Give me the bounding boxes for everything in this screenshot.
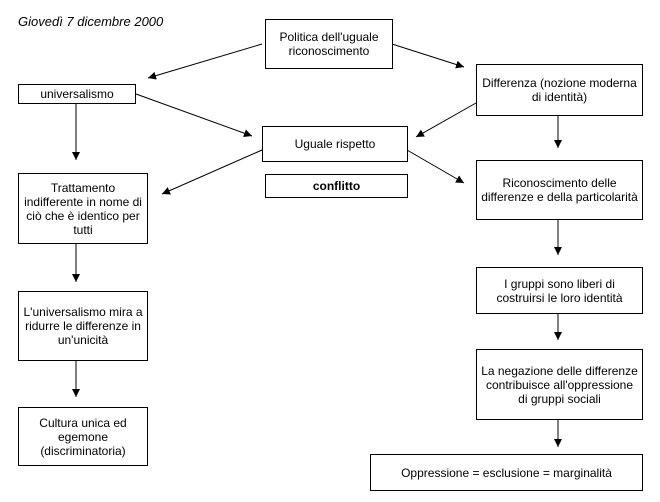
node-cultura: Cultura unica ed egemone (discriminatori… — [18, 407, 148, 466]
node-trattamento: Trattamento indifferente in nome di ciò … — [18, 173, 148, 244]
arrow-differenza-uguale — [415, 102, 477, 138]
arrow-politica-differenza — [391, 43, 465, 69]
node-riconoscimento: Riconoscimento delle differenze e della … — [476, 160, 643, 220]
node-negazione: La negazione delle differenze contribuis… — [476, 349, 643, 420]
node-oppressione: Oppressione = esclusione = marginalità — [370, 454, 643, 491]
arrow-universalismo-uguale — [135, 93, 253, 138]
node-gruppi-liberi: I gruppi sono liberi di costruirsi le lo… — [476, 267, 643, 314]
arrow-uguale-riconoscimento — [406, 149, 465, 184]
node-differenza: Differenza (nozione moderna di identità) — [476, 64, 643, 116]
node-politica: Politica dell'uguale riconoscimento — [265, 19, 393, 69]
date-label: Giovedì 7 dicembre 2000 — [18, 14, 164, 29]
node-uguale-rispetto: Uguale rispetto — [262, 126, 408, 162]
arrow-uguale-trattamento — [161, 149, 263, 195]
node-universalismo-mira: L'universalismo mira a ridurre le differ… — [18, 291, 148, 361]
arrow-politica-universalismo — [147, 43, 263, 80]
node-universalismo: universalismo — [18, 84, 136, 104]
node-conflitto: conflitto — [265, 174, 408, 198]
